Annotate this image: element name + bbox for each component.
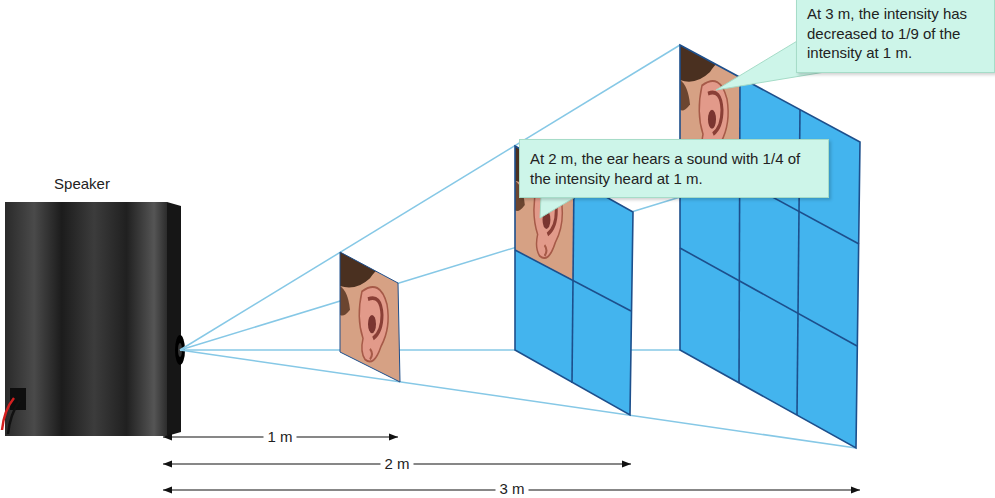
callout-text: At 2 m, the ear hears a sound with 1/4 o…	[530, 149, 818, 188]
callout-box: At 3 m, the intensity has decreased to 1…	[796, 0, 995, 73]
distance-label: 2 m	[380, 455, 413, 473]
callout-box: At 2 m, the ear hears a sound with 1/4 o…	[519, 139, 829, 198]
distance-label: 3 m	[495, 480, 528, 498]
callout-tail	[540, 196, 577, 218]
sound-spread-lines	[180, 45, 860, 448]
speaker-drawing	[2, 202, 185, 436]
area-panel-1m	[340, 252, 400, 383]
distance-label: 1 m	[263, 428, 296, 446]
speaker-label: Speaker	[50, 175, 114, 193]
area-panel-3m	[680, 45, 860, 448]
callout-text: At 3 m, the intensity has decreased to 1…	[807, 4, 984, 63]
